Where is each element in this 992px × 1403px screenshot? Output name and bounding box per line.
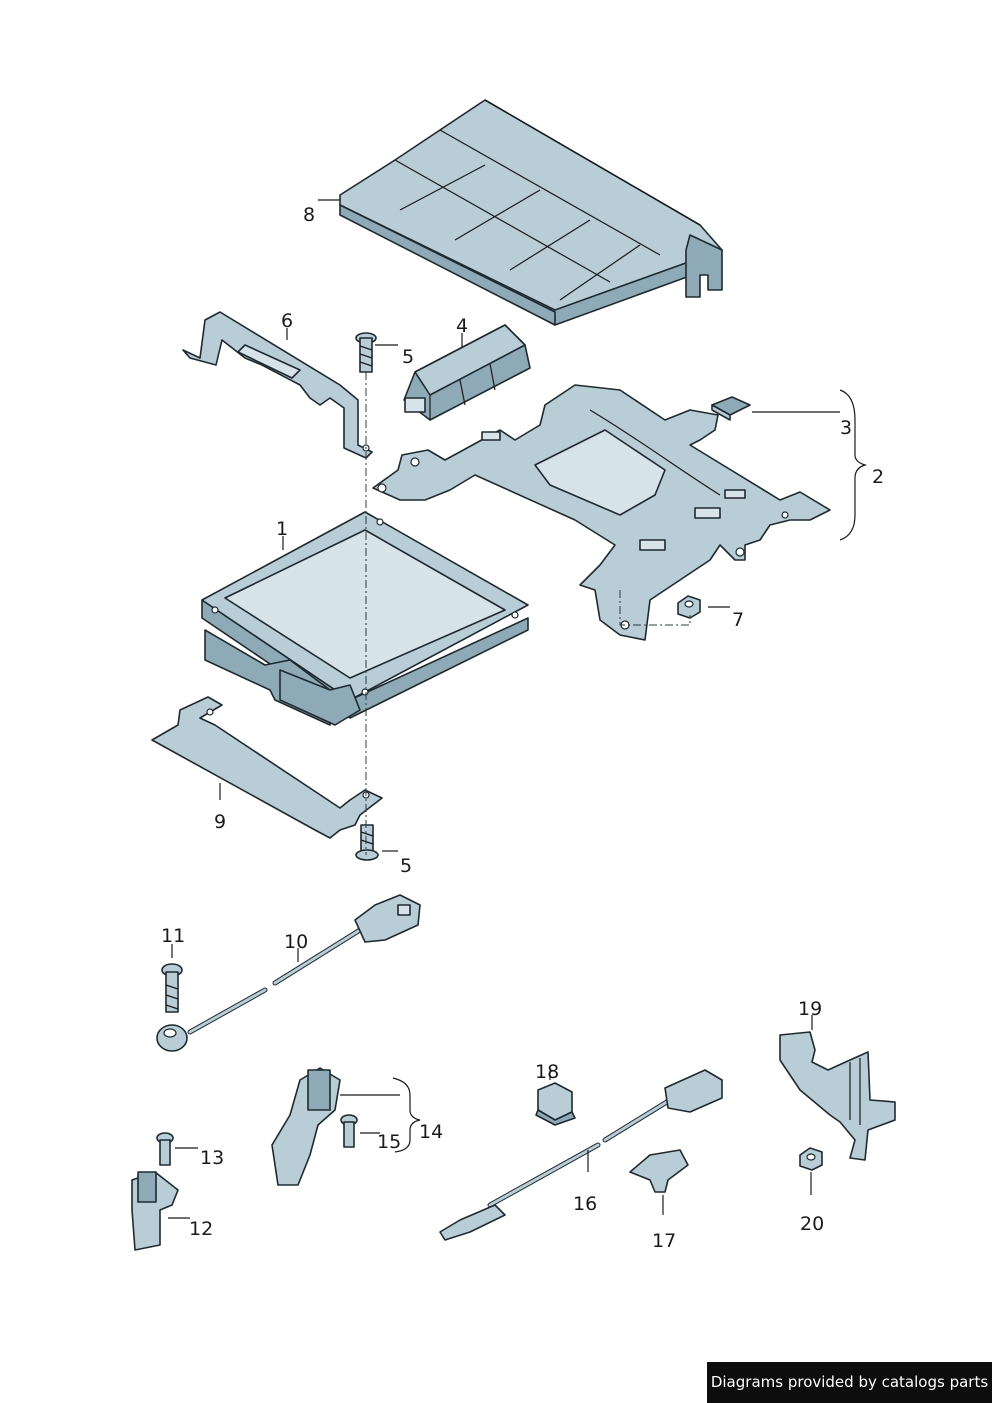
part-11-bolt: [161, 963, 183, 1013]
callout-2: 2: [872, 466, 884, 488]
part-20-nut: [799, 1147, 823, 1171]
part-17-connector: [629, 1149, 689, 1193]
callout-8: 8: [303, 204, 315, 226]
leader-lines: [168, 199, 868, 1219]
callout-10: 10: [284, 931, 308, 953]
part-9-lower-bracket: [151, 696, 383, 839]
callout-1: 1: [276, 518, 288, 540]
part-3-pad: [711, 396, 751, 421]
callout-20: 20: [800, 1213, 824, 1235]
callout-6: 6: [281, 310, 293, 332]
part-19-holder: [779, 1031, 896, 1161]
callout-12: 12: [189, 1218, 213, 1240]
part-10-knock-sensor: [156, 894, 421, 1052]
part-1-control-unit: [201, 511, 529, 726]
part-2-mounting-plate: [372, 384, 831, 641]
callout-4: 4: [456, 315, 468, 337]
part-7-nut: [677, 595, 701, 619]
callout-19: 19: [798, 998, 822, 1020]
part-13-bolt: [156, 1132, 174, 1166]
callout-15: 15: [377, 1131, 401, 1153]
part-8-cover: [339, 99, 723, 326]
callout-17: 17: [652, 1230, 676, 1252]
part-14-position-sensor: [271, 1067, 341, 1186]
callout-11: 11: [161, 925, 185, 947]
callout-3: 3: [840, 417, 852, 439]
part-5-bolt-bottom: [355, 824, 379, 861]
callout-5-bottom: 5: [400, 855, 412, 877]
part-18-clip: [535, 1082, 576, 1126]
callout-14: 14: [419, 1121, 443, 1143]
part-12-speed-sensor: [131, 1171, 179, 1251]
callout-9: 9: [214, 811, 226, 833]
callout-5-top: 5: [402, 346, 414, 368]
part-15-bolt: [340, 1114, 358, 1148]
part-5-bolt-top: [355, 332, 377, 373]
part-4-relay-holder: [403, 324, 531, 421]
assembly-axis-nut: [619, 590, 691, 626]
part-6-bracket: [182, 311, 373, 459]
callout-18: 18: [535, 1061, 559, 1083]
part-16-oxygen-sensor: [439, 1069, 723, 1241]
callout-13: 13: [200, 1147, 224, 1169]
credit-banner: Diagrams provided by catalogs parts: [707, 1362, 992, 1403]
callout-16: 16: [573, 1193, 597, 1215]
callout-7: 7: [732, 609, 744, 631]
